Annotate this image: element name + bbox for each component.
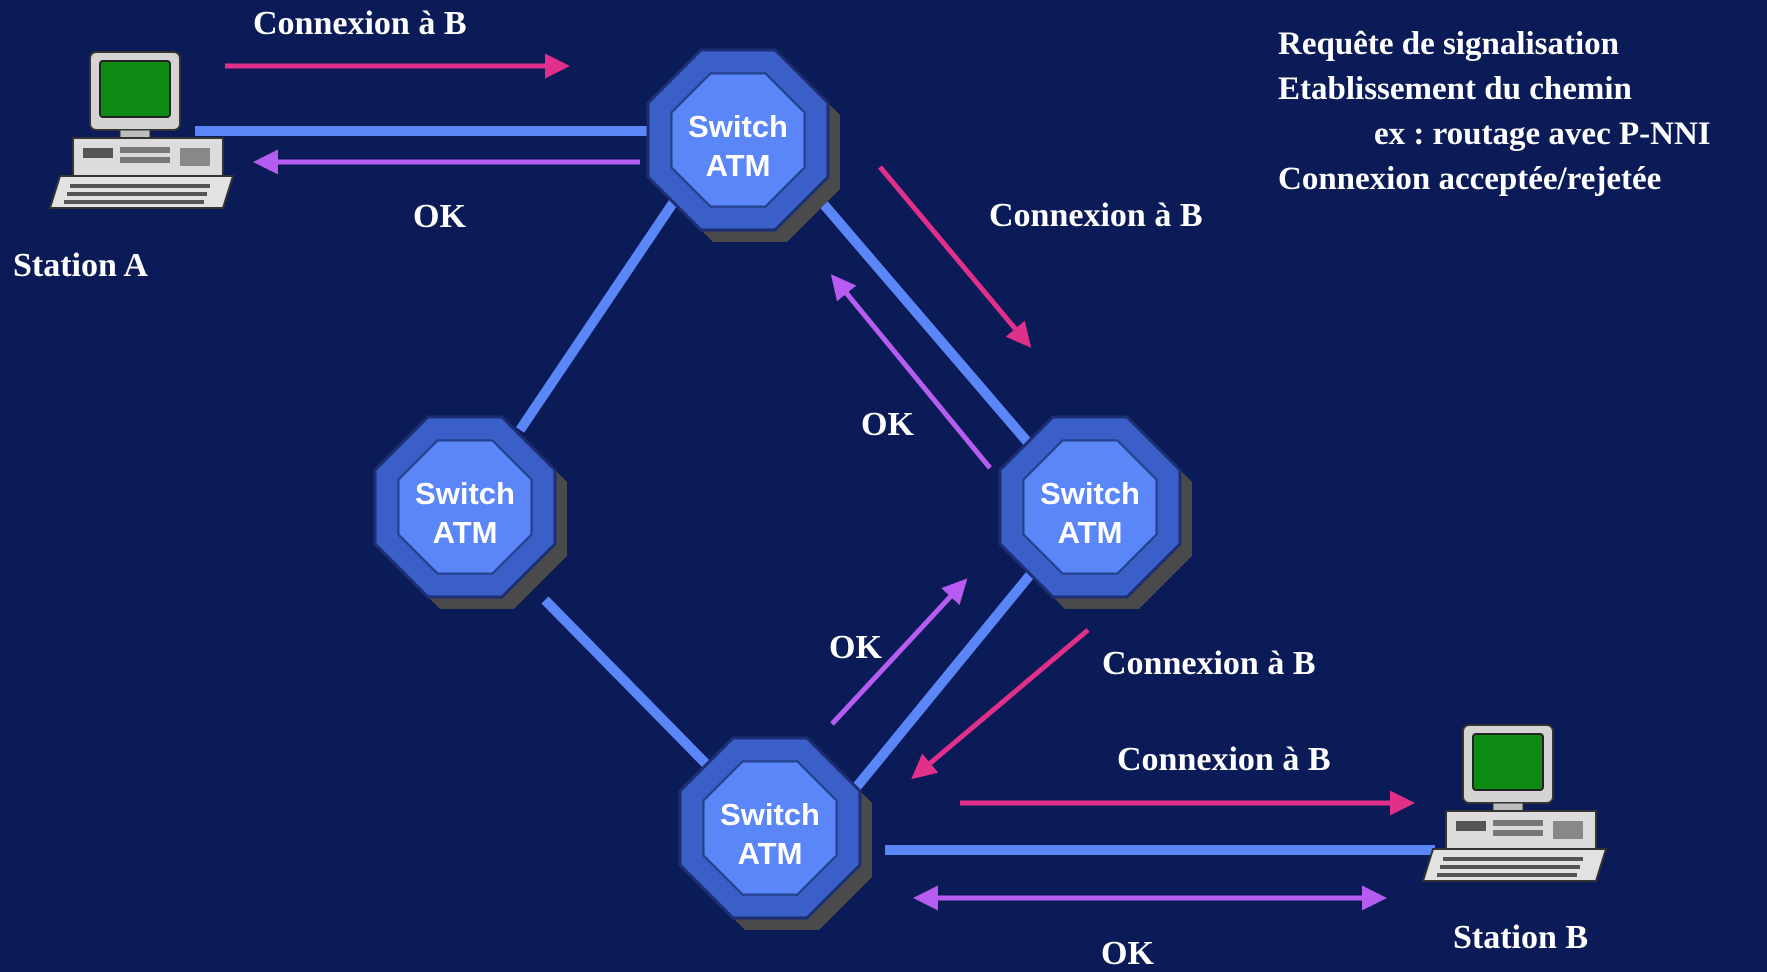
computer-icon-station-b bbox=[1421, 724, 1608, 882]
switch-label-line2: ATM bbox=[706, 148, 771, 183]
switch-atm-top: Switch ATM bbox=[646, 48, 840, 242]
switch-label-line1: Switch bbox=[1040, 476, 1140, 511]
link-left-bottom bbox=[541, 596, 716, 774]
switch-label-line2: ATM bbox=[1058, 515, 1123, 550]
request-arrow-right-to-bottom bbox=[911, 628, 1090, 780]
ok-arrow-bottom-to-right bbox=[830, 578, 968, 726]
switch-label-line1: Switch bbox=[720, 797, 820, 832]
signalling-notes: Requête de signalisation Etablissement d… bbox=[1278, 22, 1711, 202]
link-top-left bbox=[515, 197, 680, 433]
station-b-label: Station B bbox=[1453, 919, 1589, 956]
link-top-right bbox=[816, 196, 1034, 449]
switch-label-line1: Switch bbox=[415, 476, 515, 511]
request-arrow-top-to-right bbox=[878, 165, 1032, 348]
computer-icon-station-a bbox=[48, 51, 235, 209]
note-line: ex : routage avec P-NNI bbox=[1374, 116, 1711, 152]
switch-label-line1: Switch bbox=[688, 109, 788, 144]
switch-atm-left: Switch ATM bbox=[373, 415, 567, 609]
ok-arrow-right-to-top bbox=[830, 274, 992, 470]
station-a-label: Station A bbox=[13, 247, 149, 284]
note-line: Requête de signalisation bbox=[1278, 26, 1620, 62]
request-label-a-to-top: Connexion à B bbox=[253, 5, 467, 42]
request-label-right-to-bottom: Connexion à B bbox=[1102, 645, 1316, 682]
ok-label-b: OK bbox=[1101, 935, 1154, 972]
switch-label-line2: ATM bbox=[433, 515, 498, 550]
request-label-bottom-to-b: Connexion à B bbox=[1117, 741, 1331, 778]
note-line: Connexion acceptée/rejetée bbox=[1278, 161, 1662, 197]
switch-atm-bottom: Switch ATM bbox=[678, 736, 872, 930]
ok-label-bottom-to-right: OK bbox=[829, 629, 882, 666]
switch-atm-right: Switch ATM bbox=[998, 415, 1192, 609]
switch-label-line2: ATM bbox=[738, 836, 803, 871]
note-line: Etablissement du chemin bbox=[1278, 71, 1632, 107]
request-label-top-to-right: Connexion à B bbox=[989, 197, 1203, 234]
ok-label-top-to-a: OK bbox=[413, 198, 466, 235]
link-right-bottom bbox=[846, 571, 1034, 799]
ok-label-right-to-top: OK bbox=[861, 406, 914, 443]
